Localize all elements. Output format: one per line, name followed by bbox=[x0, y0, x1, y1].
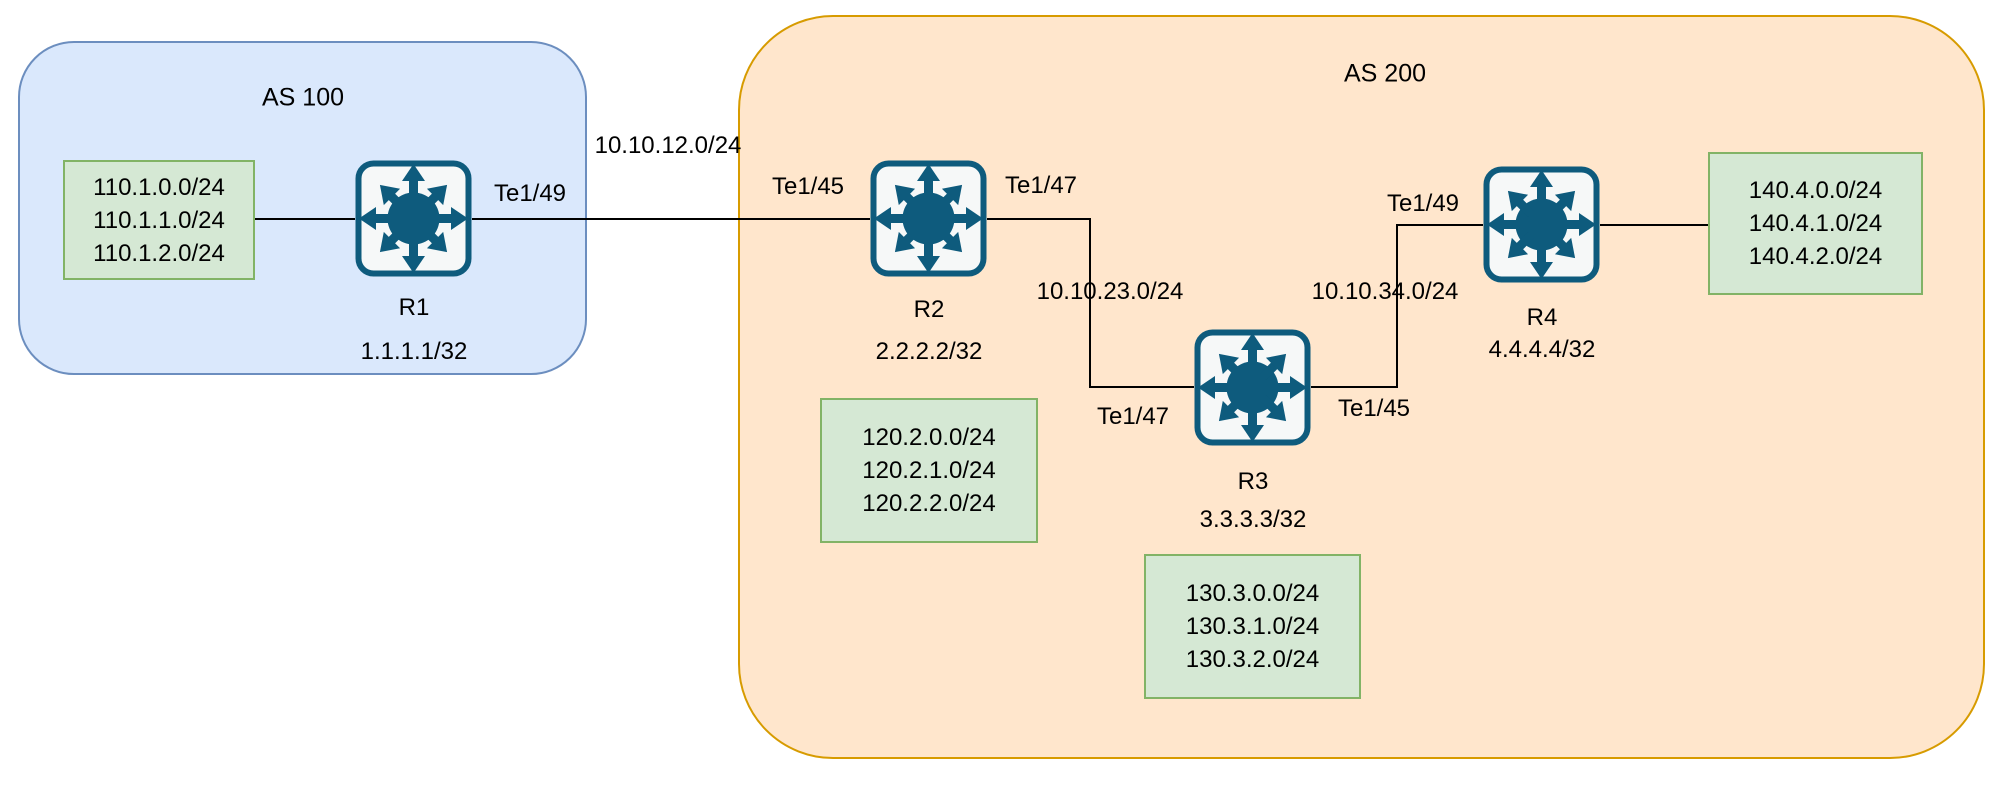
r3-port-label-east: Te1/45 bbox=[1337, 394, 1411, 422]
router-icon bbox=[1194, 329, 1311, 446]
subnet-entry: 140.4.0.0/24 bbox=[1748, 177, 1883, 204]
r2-lan-subnets-box: 120.2.0.0/24 120.2.1.0/24 120.2.2.0/24 bbox=[820, 398, 1038, 543]
r4-lan-subnets-box: 140.4.0.0/24 140.4.1.0/24 140.4.2.0/24 bbox=[1708, 152, 1923, 295]
r2-loopback-label: 2.2.2.2/32 bbox=[875, 337, 983, 365]
subnet-entry: 120.2.0.0/24 bbox=[862, 424, 996, 451]
r3-name-label: R3 bbox=[1237, 467, 1269, 495]
as200-label: AS 200 bbox=[1343, 59, 1427, 88]
r2-port-label-west: Te1/45 bbox=[771, 172, 845, 200]
r3-loopback-label: 3.3.3.3/32 bbox=[1199, 505, 1307, 533]
router-icon bbox=[355, 160, 472, 277]
r4-port-label: Te1/49 bbox=[1386, 189, 1460, 217]
subnet-entry: 130.3.1.0/24 bbox=[1185, 613, 1320, 640]
router-r2 bbox=[870, 160, 987, 277]
r2-name-label: R2 bbox=[913, 295, 945, 323]
link-subnet-label-r1-r2: 10.10.12.0/24 bbox=[594, 131, 742, 159]
r4-name-label: R4 bbox=[1526, 303, 1558, 331]
r1-name-label: R1 bbox=[398, 293, 430, 321]
as100-label: AS 100 bbox=[261, 83, 345, 112]
r4-loopback-label: 4.4.4.4/32 bbox=[1488, 335, 1596, 363]
as200-container bbox=[738, 15, 1985, 759]
r3-port-label-west: Te1/47 bbox=[1096, 402, 1170, 430]
subnet-entry: 110.1.2.0/24 bbox=[93, 239, 225, 267]
subnet-entry: 120.2.1.0/24 bbox=[862, 457, 996, 484]
r1-lan-subnets-box: 110.1.0.0/24 110.1.1.0/24 110.1.2.0/24 bbox=[63, 160, 255, 280]
router-r1 bbox=[355, 160, 472, 277]
r1-port-label: Te1/49 bbox=[493, 179, 567, 207]
r2-port-label-east: Te1/47 bbox=[1004, 171, 1078, 199]
link-subnet-label-r2-r3: 10.10.23.0/24 bbox=[1036, 277, 1184, 305]
subnet-entry: 140.4.2.0/24 bbox=[1748, 243, 1883, 270]
r1-loopback-label: 1.1.1.1/32 bbox=[360, 337, 468, 365]
router-r3 bbox=[1194, 329, 1311, 446]
subnet-entry: 130.3.2.0/24 bbox=[1185, 646, 1320, 673]
router-r4 bbox=[1483, 166, 1600, 283]
r3-lan-subnets-box: 130.3.0.0/24 130.3.1.0/24 130.3.2.0/24 bbox=[1144, 554, 1361, 699]
subnet-entry: 110.1.0.0/24 bbox=[93, 173, 225, 201]
router-icon bbox=[870, 160, 987, 277]
link-subnet-label-r3-r4: 10.10.34.0/24 bbox=[1311, 277, 1459, 305]
subnet-entry: 110.1.1.0/24 bbox=[93, 206, 225, 234]
router-icon bbox=[1483, 166, 1600, 283]
subnet-entry: 130.3.0.0/24 bbox=[1185, 580, 1320, 607]
subnet-entry: 140.4.1.0/24 bbox=[1748, 210, 1883, 237]
subnet-entry: 120.2.2.0/24 bbox=[862, 490, 996, 517]
